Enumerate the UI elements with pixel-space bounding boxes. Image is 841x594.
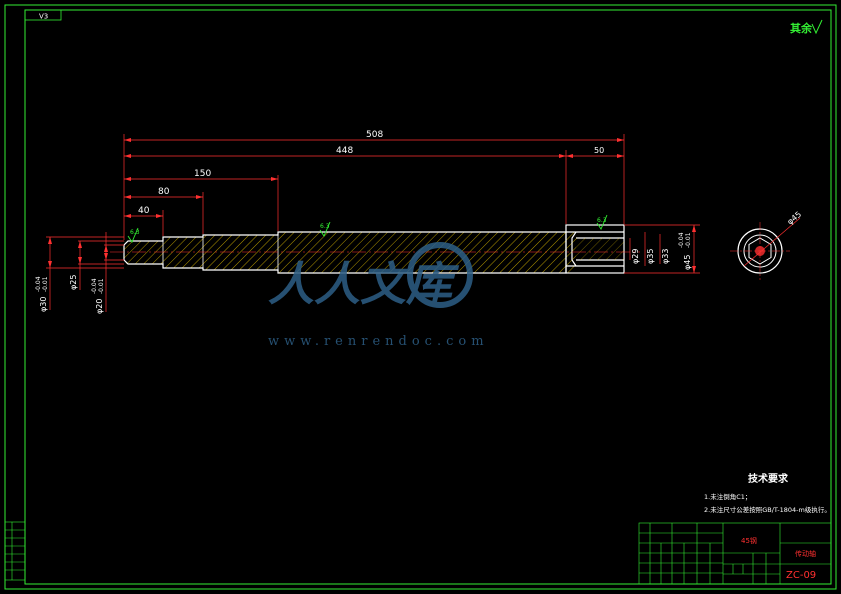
dim-left-small-dia: φ20 <box>95 299 104 314</box>
dimension-lines <box>123 134 625 240</box>
dim-right-od-tol-lower: -0.01 <box>685 232 692 248</box>
dim-step1-length: 40 <box>138 206 150 216</box>
shaft-section-hatch <box>124 232 576 273</box>
watermark: 人人文库 www.renrendoc.com <box>268 242 489 349</box>
dim-right-od-tol-upper: -0.04 <box>678 232 685 248</box>
title-block-material: 45钢 <box>741 536 757 545</box>
dim-left-od-tol-lower: -0.01 <box>42 276 49 292</box>
outer-frame <box>4 4 837 590</box>
dim-step3-length: 150 <box>194 169 211 179</box>
watermark-ring-icon <box>407 242 473 308</box>
end-section-view <box>730 217 801 280</box>
dim-end-length: 50 <box>594 146 604 155</box>
dim-right-bore-3: φ33 <box>661 249 670 264</box>
dim-left-mid-dia: φ25 <box>69 275 78 290</box>
dim-right-bore-1: φ29 <box>631 249 640 264</box>
default-roughness-mark: 其余 <box>790 21 813 35</box>
title-block-part-name: 传动轴 <box>795 549 816 558</box>
tech-req-item-1: 1.未注倒角C1； <box>704 492 751 501</box>
svg-text:6.3: 6.3 <box>320 223 330 230</box>
dim-left-small-tol-upper: -0.04 <box>91 278 98 294</box>
surface-finish-mark-1: 6.3 <box>127 227 140 243</box>
dim-main-length: 448 <box>336 146 353 156</box>
tech-req-item-2: 2.未注尺寸公差按照GB/T-1804-m级执行。 <box>704 505 831 514</box>
roughness-symbol-icon <box>811 19 823 35</box>
title-block-part-no: ZC-09 <box>786 570 816 581</box>
svg-text:6.3: 6.3 <box>130 229 140 236</box>
left-diameter-dims <box>46 232 124 312</box>
dim-right-bore-2: φ35 <box>646 249 655 264</box>
dim-left-od-tol-upper: -0.04 <box>35 276 42 292</box>
dim-overall-length: 508 <box>366 130 383 140</box>
dim-section-dia: φ45 <box>786 210 804 227</box>
bore-hatch <box>576 238 624 260</box>
binding-margin-table <box>4 521 26 581</box>
title-block <box>638 522 832 585</box>
surface-finish-mark-3: 6.3 <box>596 214 608 230</box>
tech-req-title: 技术要求 <box>748 472 789 485</box>
shaft-body <box>110 224 640 274</box>
right-diameter-dims <box>624 224 700 274</box>
surface-finish-mark-2: 6.3 <box>319 221 331 237</box>
watermark-url: www.renrendoc.com <box>268 334 489 349</box>
dim-left-small-tol-lower: -0.01 <box>98 278 105 294</box>
dim-step2-length: 80 <box>158 187 170 197</box>
corner-label: V3 <box>39 13 48 21</box>
dim-left-od: φ30 <box>39 297 48 312</box>
dim-right-od: φ45 <box>683 255 692 270</box>
corner-label-box: V3 <box>24 9 62 21</box>
inner-frame <box>24 9 832 585</box>
svg-text:6.3: 6.3 <box>597 217 607 224</box>
dimension-arrows <box>124 138 624 218</box>
